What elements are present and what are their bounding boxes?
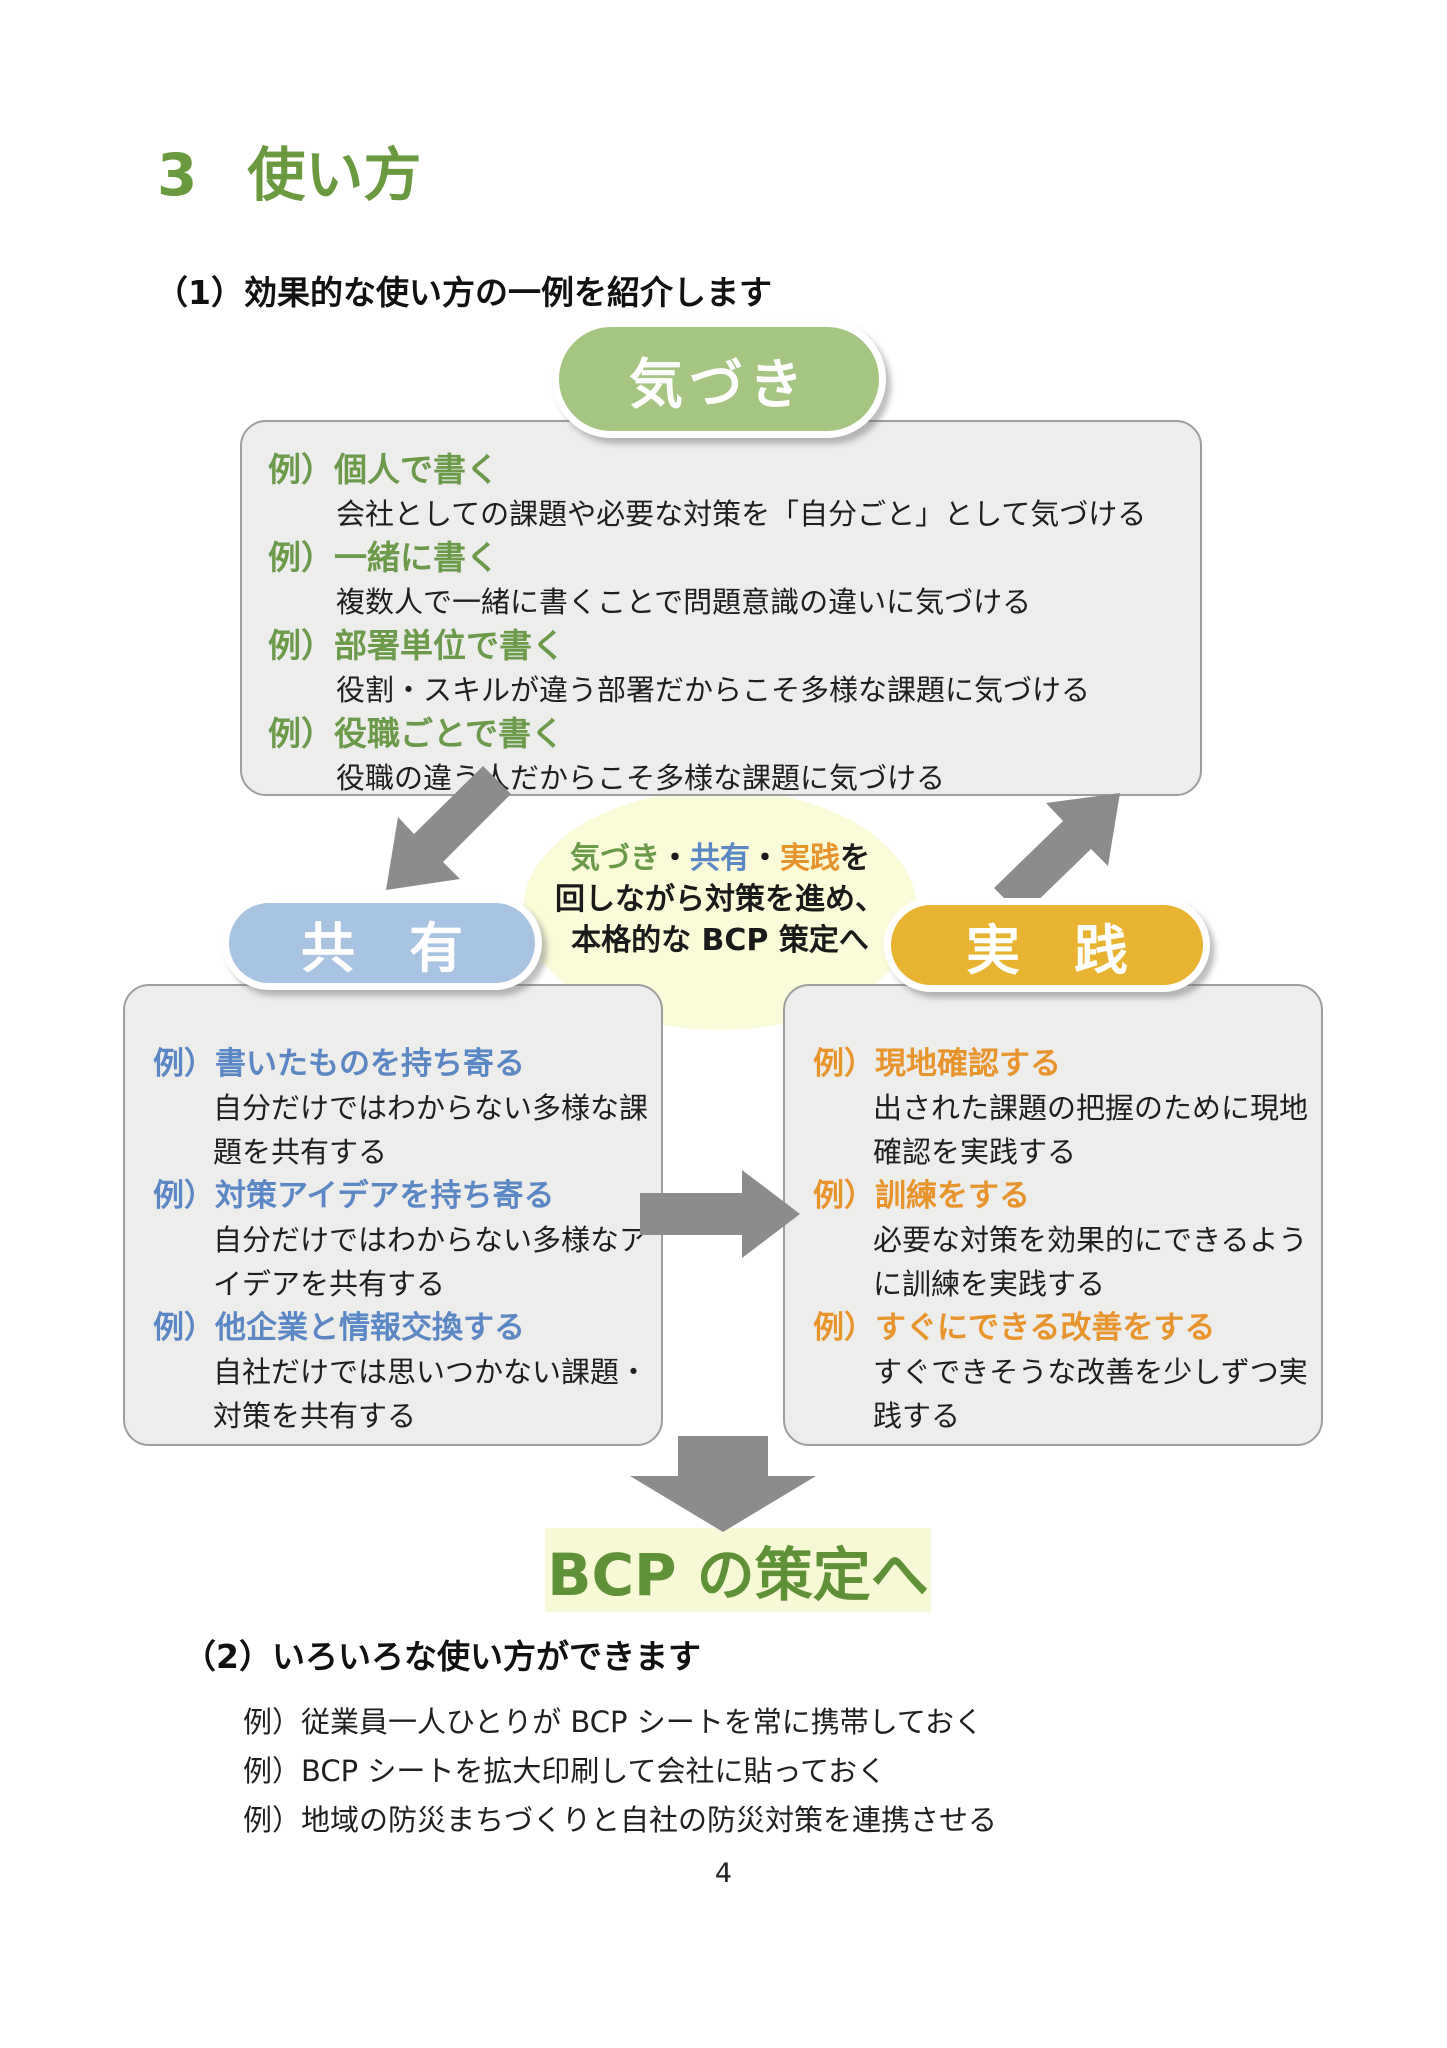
example-label: 例）役職ごとで書く (268, 714, 565, 753)
example-desc: 出された課題の把握のために現地確認を実践する (873, 1091, 1309, 1169)
list-item: 例）役職ごとで書く 役職の違う人だからこそ多様な課題に気づける (268, 712, 1182, 800)
cycle-suffix: を (840, 841, 870, 876)
arrow-down-icon (630, 1436, 816, 1532)
example-label: 例）他企業と情報交換する (153, 1310, 525, 1346)
section2-heading: （2）いろいろな使い方ができます (183, 1637, 701, 1676)
share-pill: 共 有 (222, 896, 542, 990)
cycle-note-line1: 気づき・共有・実践を (505, 838, 935, 879)
example-desc: 役職の違う人だからこそ多様な課題に気づける (336, 761, 946, 795)
cycle-note: 気づき・共有・実践を 回しながら対策を進め、 本格的な BCP 策定へ (505, 838, 935, 961)
example-desc: 複数人で一緒に書くことで問題意識の違いに気づける (336, 585, 1032, 619)
example-line: 例）地域の防災まちづくりと自社の防災対策を連携させる (243, 1803, 998, 1837)
list-item: 例）個人で書く 会社としての課題や必要な対策を「自分ごと」として気づける (268, 448, 1182, 536)
cycle-dot: ・ (660, 841, 690, 876)
cycle-word-practice: 実践 (780, 841, 840, 876)
share-box: 例）書いたものを持ち寄る 自分だけではわからない多様な課題を共有する 例）対策ア… (123, 984, 663, 1446)
example-desc: 自社だけでは思いつかない課題・対策を共有する (213, 1355, 649, 1433)
list-item: 例）すぐにできる改善をする すぐできそうな改善を少しずつ実践する (813, 1306, 1309, 1438)
list-item: 例）訓練をする 必要な対策を効果的にできるように訓練を実践する (813, 1174, 1309, 1306)
cycle-note-line3: 本格的な BCP 策定へ (571, 923, 869, 958)
example-label: 例）個人で書く (268, 450, 499, 489)
example-label: 例）現地確認する (813, 1046, 1061, 1082)
example-desc: 自分だけではわからない多様な課題を共有する (213, 1091, 649, 1169)
cycle-note-line2: 回しながら対策を進め、 (555, 882, 885, 917)
example-desc: 自分だけではわからない多様なアイデアを共有する (213, 1223, 649, 1301)
list-item: 例）現地確認する 出された課題の把握のために現地確認を実践する (813, 1042, 1309, 1174)
cycle-dot: ・ (750, 841, 780, 876)
example-label: 例）すぐにできる改善をする (813, 1310, 1216, 1346)
list-item: 例）一緒に書く 複数人で一緒に書くことで問題意識の違いに気づける (268, 536, 1182, 624)
example-desc: 会社としての課題や必要な対策を「自分ごと」として気づける (336, 497, 1147, 531)
example-desc: 必要な対策を効果的にできるように訓練を実践する (873, 1223, 1308, 1301)
awareness-pill: 気づき (552, 320, 886, 438)
example-label: 例）対策アイデアを持ち寄る (153, 1178, 555, 1214)
title-text: 使い方 (247, 141, 422, 209)
list-item: 例）部署単位で書く 役割・スキルが違う部署だからこそ多様な課題に気づける (268, 624, 1182, 712)
list-item: 例）対策アイデアを持ち寄る 自分だけではわからない多様なアイデアを共有する (153, 1174, 649, 1306)
example-line: 例）BCP シートを拡大印刷して会社に貼っておく (243, 1754, 887, 1788)
practice-pill: 実 践 (884, 898, 1210, 992)
section2-examples: 例）従業員一人ひとりが BCP シートを常に携帯しておく 例）BCP シートを拡… (243, 1706, 997, 1853)
title-number: 3 (157, 141, 198, 209)
goal-banner: BCP の策定へ (545, 1528, 931, 1612)
page-title: 3 使い方 (157, 128, 421, 212)
cycle-word-awareness: 気づき (570, 841, 660, 876)
example-label: 例）書いたものを持ち寄る (153, 1046, 525, 1082)
awareness-box: 例）個人で書く 会社としての課題や必要な対策を「自分ごと」として気づける 例）一… (240, 420, 1202, 796)
list-item: 例）他企業と情報交換する 自社だけでは思いつかない課題・対策を共有する (153, 1306, 649, 1438)
page-number: 4 (714, 1858, 733, 1889)
arrow-right-icon (640, 1170, 800, 1258)
example-desc: すぐできそうな改善を少しずつ実践する (873, 1355, 1308, 1433)
practice-box: 例）現地確認する 出された課題の把握のために現地確認を実践する 例）訓練をする … (783, 984, 1323, 1446)
example-label: 例）部署単位で書く (268, 626, 565, 665)
list-item: 例）書いたものを持ち寄る 自分だけではわからない多様な課題を共有する (153, 1042, 649, 1174)
example-label: 例）一緒に書く (268, 538, 499, 577)
cycle-word-share: 共有 (690, 841, 750, 876)
section1-heading: （1）効果的な使い方の一例を紹介します (155, 273, 772, 312)
example-line: 例）従業員一人ひとりが BCP シートを常に携帯しておく (243, 1705, 983, 1739)
example-label: 例）訓練をする (813, 1178, 1030, 1214)
example-desc: 役割・スキルが違う部署だからこそ多様な課題に気づける (336, 673, 1091, 707)
